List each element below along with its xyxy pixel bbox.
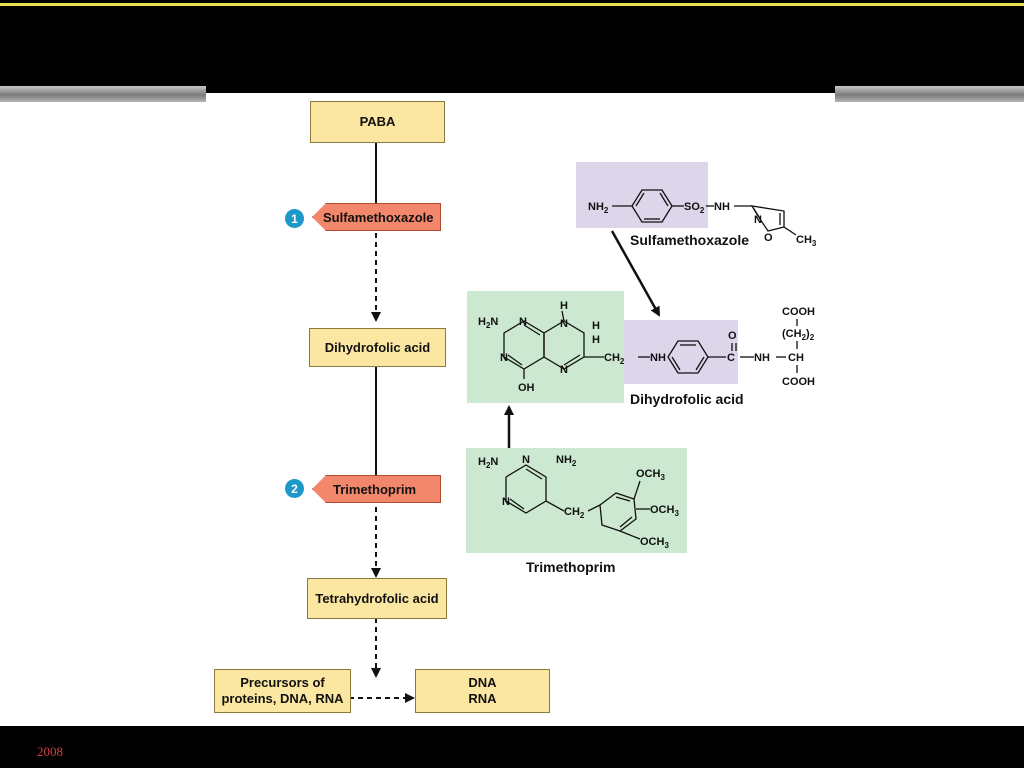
paba-box: PABA — [310, 101, 445, 143]
tetrahydrofolic-acid-box: Tetrahydrofolic acid — [307, 578, 447, 619]
svg-text:NH: NH — [650, 352, 666, 364]
svg-text:N: N — [502, 496, 510, 508]
footer-year: 2008 — [37, 744, 63, 759]
dna-rna-box: DNA RNA — [415, 669, 550, 713]
trimethoprim-structure: H2N N NH2 N CH2 OCH3 OCH3 OCH3 — [478, 454, 679, 550]
svg-text:NH: NH — [754, 352, 770, 364]
svg-text:SO2: SO2 — [684, 201, 705, 215]
svg-text:CH: CH — [788, 352, 804, 364]
svg-text:NH2: NH2 — [588, 201, 609, 215]
top-rule — [0, 3, 1024, 6]
svg-text:O: O — [764, 232, 773, 244]
trimethoprim-structure-label: Trimethoprim — [526, 559, 616, 575]
sulfa-to-dhf-arrow — [610, 230, 661, 317]
svg-text:N: N — [560, 318, 568, 330]
svg-text:H2N: H2N — [478, 456, 498, 470]
svg-text:N: N — [560, 364, 568, 376]
svg-text:NH2: NH2 — [556, 454, 577, 468]
sulfamethoxazole-tag-label: Sulfamethoxazole — [323, 209, 434, 225]
step-1-badge: 1 — [285, 209, 304, 228]
pteridine-panel — [467, 291, 624, 403]
dihydrofolic-label: Dihydrofolic acid — [324, 339, 431, 355]
svg-text:CH2: CH2 — [604, 352, 625, 366]
pathway-arrows — [349, 141, 661, 703]
dihydrofolic-acid-box: Dihydrofolic acid — [309, 328, 446, 367]
precursors-line-1: Precursors of — [240, 675, 325, 690]
svg-text:OCH3: OCH3 — [640, 536, 669, 550]
sulfamethoxazole-structure: NH2 SO2 NH N O CH3 — [588, 189, 817, 248]
svg-text:C: C — [727, 352, 735, 364]
trimethoprim-inhibitor-tag: Trimethoprim — [312, 475, 441, 503]
svg-text:H: H — [560, 300, 568, 312]
dihydrofolic-structure-label: Dihydrofolic acid — [630, 391, 744, 407]
right-gray-bar — [835, 86, 1024, 102]
svg-text:CH2: CH2 — [564, 506, 585, 520]
trimethoprim-panel — [466, 448, 687, 553]
rna-label: RNA — [468, 691, 497, 706]
svg-text:COOH: COOH — [782, 306, 815, 318]
step-2-badge: 2 — [285, 479, 304, 498]
svg-text:OH: OH — [518, 382, 535, 394]
precursors-box: Precursors of proteins, DNA, RNA — [214, 669, 351, 713]
sulfamethoxazole-inhibitor-tag: Sulfamethoxazole — [312, 203, 441, 231]
precursors-line-2: proteins, DNA, RNA — [221, 691, 344, 706]
svg-text:OCH3: OCH3 — [650, 504, 679, 518]
svg-text:(CH2)2: (CH2)2 — [782, 328, 815, 342]
svg-text:O: O — [728, 330, 737, 342]
dna-label: DNA — [468, 675, 497, 690]
folate-pathway-figure: PABA 1 Sulfamethoxazole Dihydrofolic aci… — [206, 93, 835, 726]
left-gray-bar — [0, 86, 206, 102]
paba-label: PABA — [359, 114, 396, 129]
svg-text:H: H — [592, 334, 600, 346]
svg-text:H2N: H2N — [478, 316, 498, 330]
svg-text:N: N — [522, 454, 530, 466]
sulfamethoxazole-structure-label: Sulfamethoxazole — [630, 232, 750, 248]
trimethoprim-tag-label: Trimethoprim — [333, 481, 417, 497]
svg-text:OCH3: OCH3 — [636, 468, 665, 482]
dihydrofolic-acid-structure: H2N N H N H H N N OH CH2 NH O C NH CH CO… — [478, 300, 815, 394]
svg-text:CH3: CH3 — [796, 234, 817, 248]
svg-text:N: N — [754, 214, 762, 226]
svg-text:COOH: COOH — [782, 376, 815, 388]
sulfamethoxazole-paba-mimic-panel — [576, 162, 708, 228]
svg-text:H: H — [592, 320, 600, 332]
svg-text:N: N — [500, 352, 508, 364]
tetrahydrofolic-label: Tetrahydrofolic acid — [315, 590, 439, 606]
svg-text:NH: NH — [714, 201, 730, 213]
svg-text:N: N — [519, 316, 527, 328]
